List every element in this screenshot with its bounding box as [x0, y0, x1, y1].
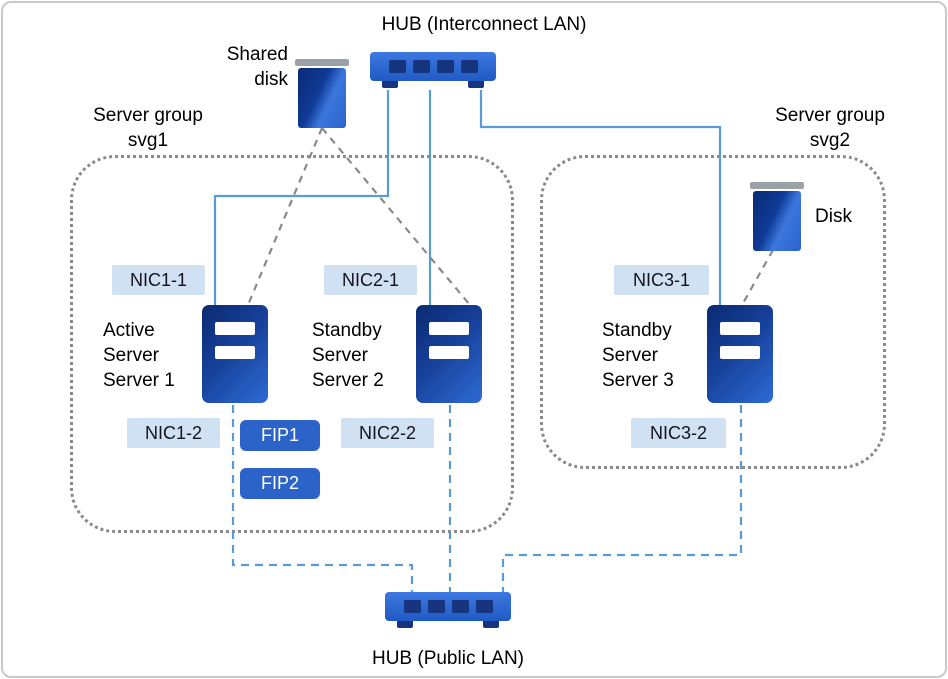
nic3-1-badge: NIC3-1	[614, 265, 709, 295]
nic1-1-badge: NIC1-1	[112, 265, 205, 295]
svg2-disk-label: Disk	[815, 206, 852, 227]
fip1-badge: FIP1	[240, 420, 320, 451]
hub-body	[370, 52, 496, 81]
hub-port-icon	[436, 60, 454, 73]
svg2-disk-icon	[750, 182, 804, 251]
fip2-badge: FIP2	[240, 468, 320, 499]
hub-body	[385, 592, 511, 621]
hub-feet	[370, 81, 496, 88]
server-group-svg2-label: Server group svg2	[775, 105, 885, 151]
hub-port-icon	[460, 60, 478, 73]
hub-public-icon	[385, 592, 511, 628]
hub-feet	[385, 621, 511, 628]
nic1-2-badge: NIC1-2	[127, 418, 220, 448]
hub-port-icon	[427, 600, 445, 613]
server1-icon	[202, 305, 268, 403]
server2-label: Standby Server Server 2	[312, 320, 384, 391]
server-group-svg1-label: Server group svg1	[93, 105, 203, 151]
nic2-2-badge: NIC2-2	[341, 418, 434, 448]
shared-disk-icon	[295, 59, 349, 128]
hub-port-icon	[451, 600, 469, 613]
nic3-2-badge: NIC3-2	[631, 418, 726, 448]
server3-label: Standby Server Server 3	[602, 320, 674, 391]
nic2-1-badge: NIC2-1	[324, 265, 417, 295]
server3-icon	[707, 305, 773, 403]
hub-port-icon	[475, 600, 493, 613]
hub-port-icon	[403, 600, 421, 613]
server1-label: Active Server Server 1	[103, 320, 175, 391]
hub-interconnect-icon	[370, 52, 496, 88]
server2-icon	[416, 305, 482, 403]
shared-disk-label: Shared disk	[226, 44, 288, 90]
hub-port-icon	[412, 60, 430, 73]
hub-port-icon	[388, 60, 406, 73]
hub-interconnect-label: HUB (Interconnect LAN)	[381, 14, 587, 35]
hub-public-label: HUB (Public LAN)	[371, 648, 525, 669]
